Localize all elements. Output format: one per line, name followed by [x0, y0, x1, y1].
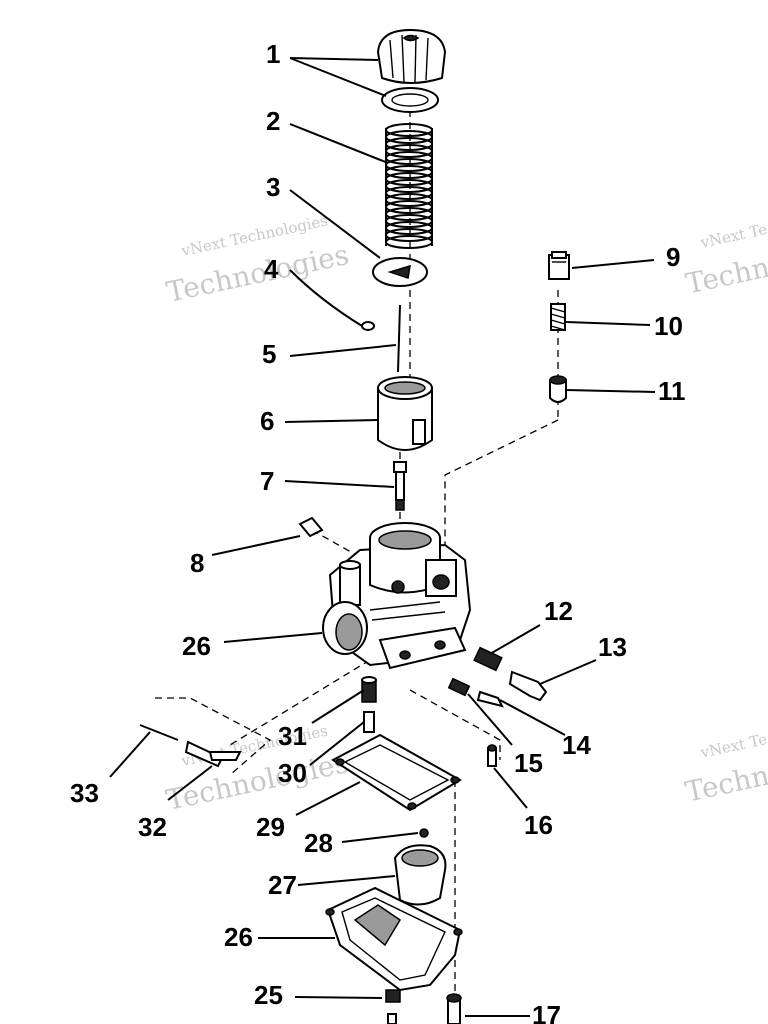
throttle-valve [377, 376, 433, 451]
pilot-spring [473, 646, 503, 672]
spring-part [385, 123, 433, 249]
jet-needle [397, 304, 401, 373]
carburetor-body [322, 522, 472, 670]
watermark-line1: vNext Te [698, 220, 768, 252]
callout-12: 12 [544, 596, 573, 626]
callout-5: 5 [262, 339, 276, 369]
callout-26-lower: 26 [224, 922, 253, 952]
callout-32: 32 [138, 812, 167, 842]
idle-plunger [549, 375, 567, 403]
callout-8: 8 [190, 548, 204, 578]
bracket-outline [155, 697, 272, 776]
callout-27: 27 [268, 870, 297, 900]
callout-15: 15 [514, 748, 543, 778]
bowl-drain-plug [385, 989, 401, 1024]
float-part [393, 844, 447, 906]
callout-7: 7 [260, 466, 274, 496]
callout-11: 11 [658, 376, 686, 406]
callout-13: 13 [598, 632, 627, 662]
needle-clip [361, 321, 375, 331]
callout-3: 3 [266, 172, 280, 202]
choke-rod [139, 724, 179, 741]
callout-16: 16 [524, 810, 553, 840]
callout-1: 1 [266, 39, 280, 69]
drain-screw [446, 993, 462, 1024]
callout-14: 14 [562, 730, 591, 760]
main-jet-holder [361, 676, 377, 703]
callout-4: 4 [264, 254, 279, 284]
small-plug [298, 516, 324, 538]
float-bowl [325, 886, 463, 992]
choke-bracket [184, 740, 242, 768]
callout-26-upper: 26 [182, 631, 211, 661]
pilot-screw [508, 670, 548, 702]
pilot-jet [487, 744, 497, 767]
callout-17: 17 [532, 1000, 561, 1024]
callout-31: 31 [278, 721, 307, 751]
callout-33: 33 [70, 778, 99, 808]
pilot-axis [409, 689, 501, 760]
float-pin [419, 828, 429, 838]
cap-part [376, 28, 447, 84]
watermark-mid-right: vNext Te Techn [682, 730, 768, 809]
retainer-plate [372, 257, 428, 287]
leader-lines [109, 57, 656, 1017]
callout-25: 25 [254, 980, 283, 1010]
callout-9: 9 [666, 242, 680, 272]
throttle-stop-screw [476, 690, 504, 708]
watermark-top-left: vNext Technologies Technologies [164, 211, 352, 308]
needle-jet [393, 461, 407, 511]
small-spring [550, 303, 566, 331]
choke-link-axis [229, 659, 371, 746]
callout-29: 29 [256, 812, 285, 842]
callout-10: 10 [654, 311, 683, 341]
watermark-top-right: vNext Te Techn [683, 220, 768, 301]
callout-2: 2 [266, 106, 280, 136]
main-jet [363, 711, 375, 733]
callout-28: 28 [304, 828, 333, 858]
callout-6: 6 [260, 406, 274, 436]
callout-labels: 1 2 3 4 5 6 7 8 9 10 11 12 13 14 15 16 1… [70, 39, 686, 1024]
callout-30: 30 [278, 758, 307, 788]
watermark-line2: Techn [683, 251, 768, 301]
watermark-line1: vNext Te [698, 730, 768, 762]
fitting-part [548, 251, 570, 280]
watermark-line2: Techn [682, 759, 768, 809]
throttle-stop-spring [447, 677, 471, 697]
float-bowl-gasket [331, 733, 462, 812]
idle-axis-diagonal [444, 419, 559, 560]
gasket-ring [381, 87, 439, 113]
